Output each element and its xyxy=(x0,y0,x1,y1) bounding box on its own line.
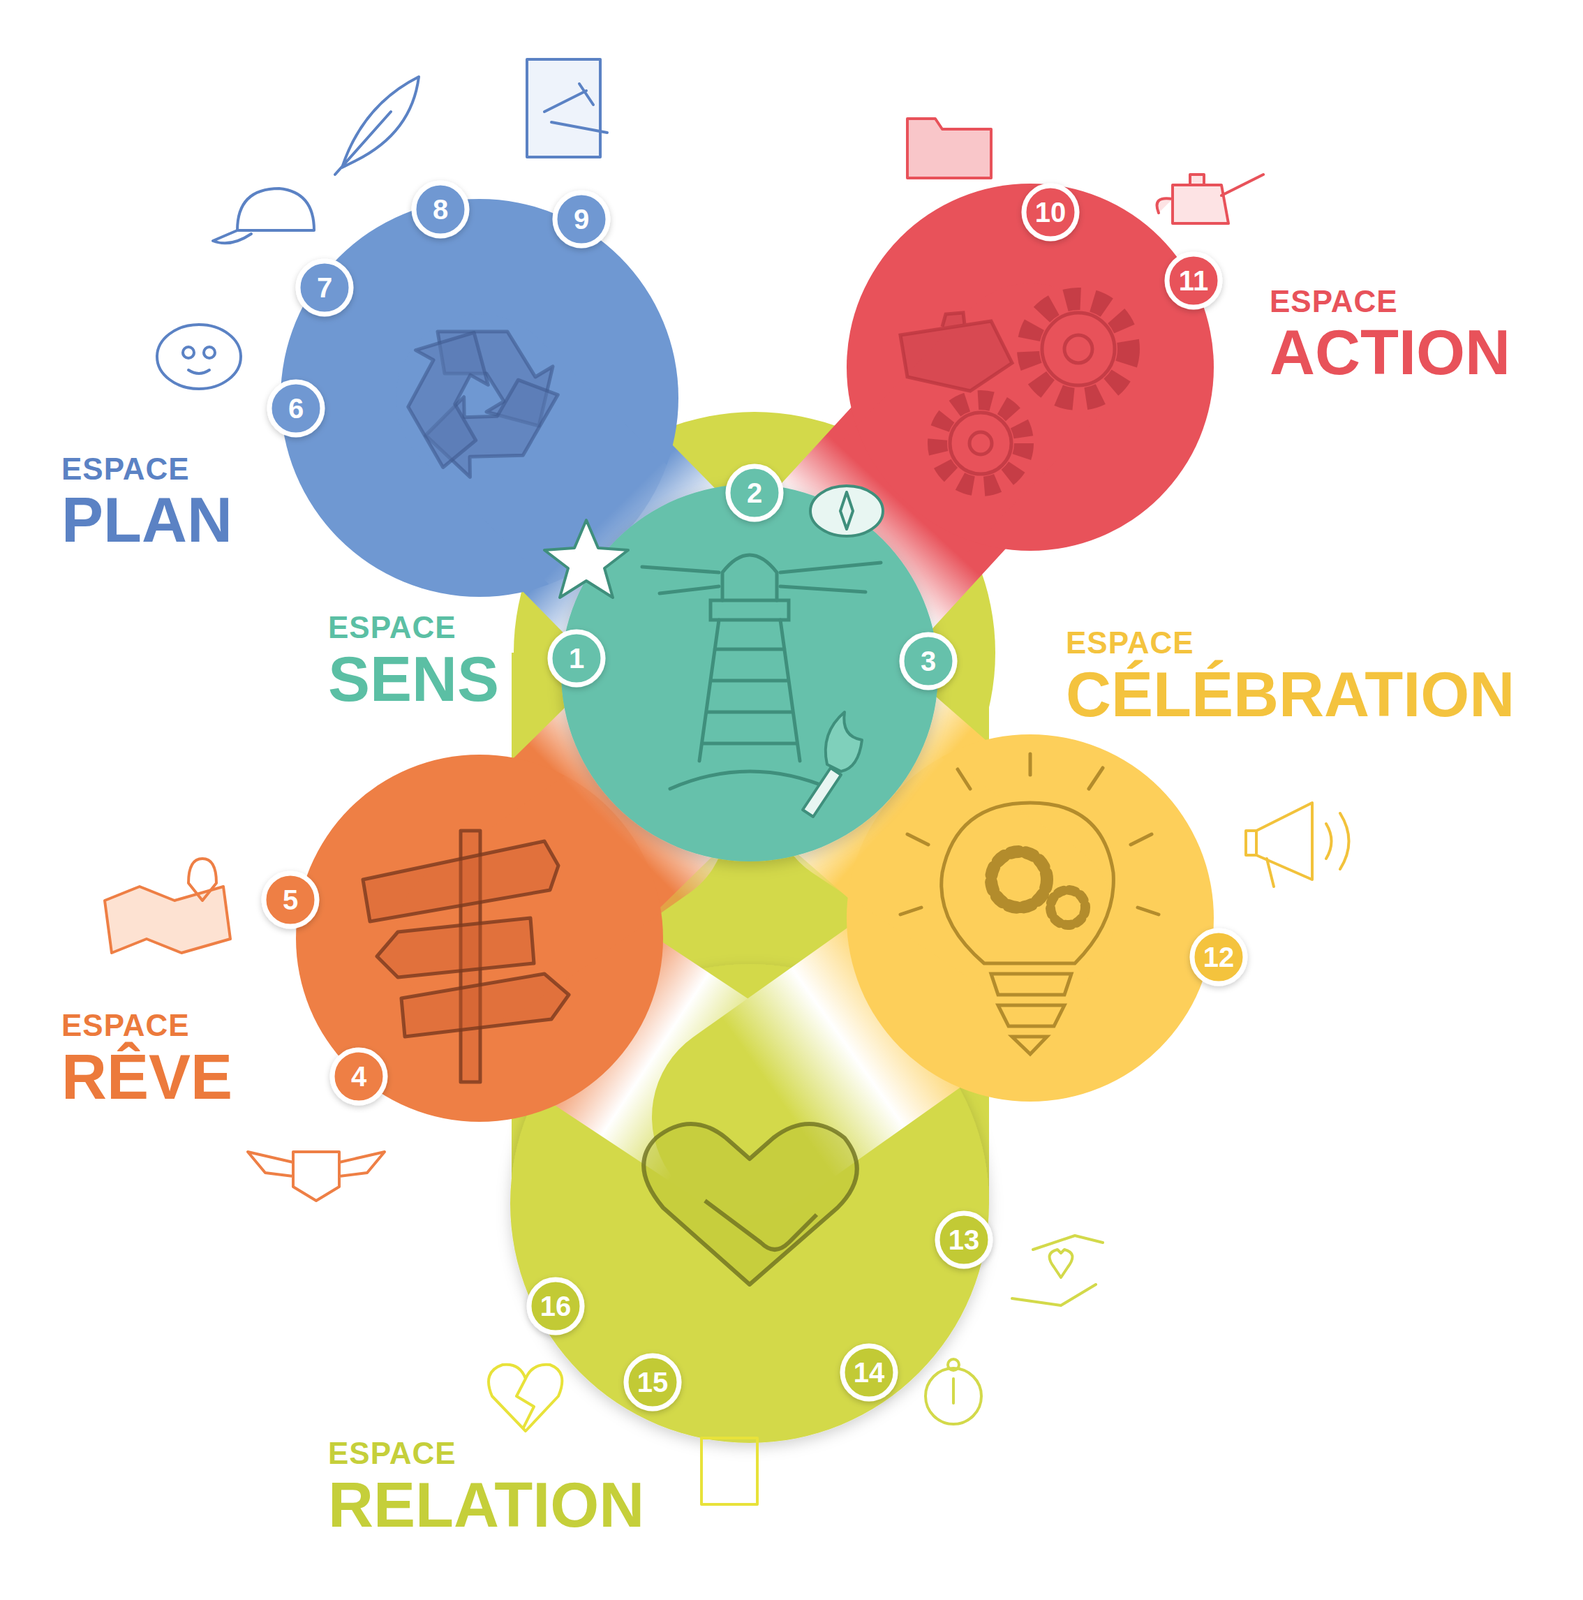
space-name: PLAN xyxy=(61,488,233,552)
folder-icon xyxy=(907,118,992,178)
bulb-icon xyxy=(900,753,1159,1054)
space-circle: ESPACEACTION xyxy=(846,183,1214,551)
callout-number: 1 xyxy=(548,630,605,687)
oilcan-icon xyxy=(1157,174,1265,224)
hands-heart-icon xyxy=(1012,1235,1103,1306)
space-circle: ESPACECÉLÉBRATION xyxy=(846,734,1214,1102)
reve-circle xyxy=(295,754,664,1122)
callout-number: 14 xyxy=(841,1344,897,1401)
space-kicker: ESPACE xyxy=(1065,627,1195,659)
megaphone-icon xyxy=(1245,802,1350,887)
torch-icon xyxy=(802,711,862,817)
map-icon xyxy=(104,858,231,953)
callout-number: 8 xyxy=(412,181,469,238)
callout-number: 16 xyxy=(527,1277,584,1334)
space-name: RELATION xyxy=(328,1473,645,1537)
space-circle: ESPACEPLAN xyxy=(280,198,679,597)
callout-number: 9 xyxy=(553,191,610,248)
space-kicker: ESPACE xyxy=(61,1009,190,1041)
compass-icon xyxy=(810,485,883,537)
callout-number: 15 xyxy=(624,1354,681,1410)
space-kicker: ESPACE xyxy=(328,612,457,643)
frame-icon xyxy=(701,1437,758,1505)
callout-number: 4 xyxy=(330,1048,387,1105)
space-circle: ESPACESENS xyxy=(561,484,939,862)
star-icon xyxy=(544,519,629,598)
celebration-circle xyxy=(846,734,1214,1102)
callout-number: 10 xyxy=(1022,184,1079,241)
plan-circle xyxy=(280,198,679,597)
book-gavel-icon xyxy=(526,59,608,158)
signpost-icon xyxy=(362,830,569,1082)
callout-number: 7 xyxy=(296,259,353,316)
small-icons xyxy=(104,59,1350,1505)
space-name: RÊVE xyxy=(61,1045,233,1109)
space-name: SENS xyxy=(328,647,500,711)
space-kicker: ESPACE xyxy=(61,453,190,485)
callout-number: 2 xyxy=(726,464,783,521)
space-circle: ESPACERELATION xyxy=(510,963,990,1443)
handshake-heart-icon xyxy=(643,1123,858,1285)
callout-number: 5 xyxy=(262,871,319,928)
recycle-icon xyxy=(385,320,558,495)
action-circle xyxy=(846,183,1214,551)
space-kicker: ESPACE xyxy=(328,1437,457,1469)
gears-icon xyxy=(900,298,1129,487)
lighthouse-icon xyxy=(642,554,881,789)
callout-number: 11 xyxy=(1165,252,1222,309)
wings-badge-icon xyxy=(247,1151,385,1201)
callout-badges xyxy=(263,182,1246,1409)
power-person-icon xyxy=(925,1358,982,1424)
broken-heart-icon xyxy=(488,1364,562,1431)
space-name: ACTION xyxy=(1269,321,1511,384)
cap-icon xyxy=(212,188,315,243)
space-kicker: ESPACE xyxy=(1269,286,1399,317)
feather-icon xyxy=(335,76,419,175)
callout-number: 12 xyxy=(1190,929,1247,985)
egg-face-icon xyxy=(157,324,241,389)
callout-number: 3 xyxy=(900,633,957,689)
bridge-fade xyxy=(858,367,1031,545)
callout-number: 13 xyxy=(935,1211,992,1268)
space-name: CÉLÉBRATION xyxy=(1065,663,1515,726)
callout-number: 6 xyxy=(268,380,324,437)
sens-circle xyxy=(561,484,939,862)
